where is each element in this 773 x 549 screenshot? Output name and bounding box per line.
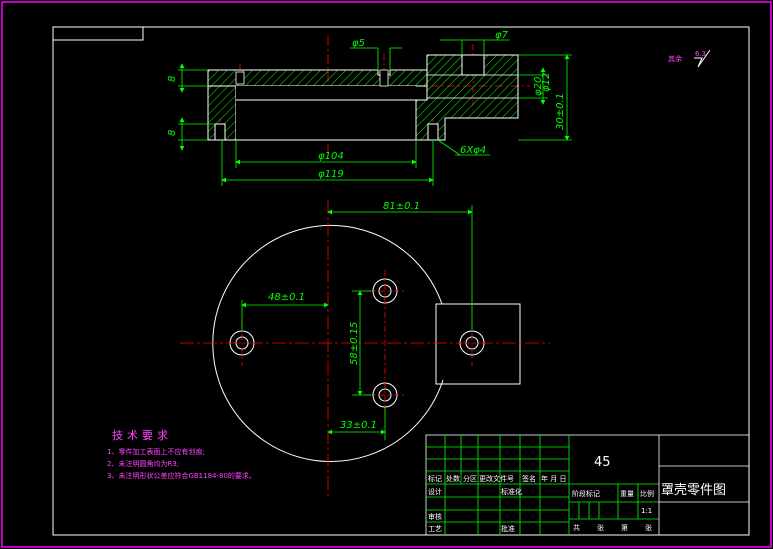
- tb-row-label-3: 分区: [463, 474, 477, 483]
- plan-dimensions: [241, 205, 473, 440]
- tb-material: 45: [594, 455, 611, 470]
- tech-req-item-3: 3、未注明形状公差应符合GB1184-80的要求。: [107, 471, 256, 480]
- title-block-text: 45 罩壳零件图 标记 处数 分区 更改文件号 签名 年 月 日 设计 标准化 …: [428, 455, 726, 533]
- dim-phi5: φ5: [352, 38, 365, 49]
- plan-view: [180, 200, 550, 500]
- dim-58: 58±0.15: [349, 322, 360, 365]
- dim-phi20: φ20: [533, 77, 544, 96]
- tech-req-title: 技术要求: [112, 429, 172, 442]
- dim-8-bottom: 8: [167, 130, 178, 136]
- dim-81: 81±0.1: [383, 201, 420, 212]
- dim-30: 30±0.1: [555, 93, 566, 130]
- tb-scale-value: 1:1: [641, 507, 652, 515]
- tb-part-name: 罩壳零件图: [661, 483, 726, 498]
- title-block: [425, 434, 750, 536]
- surface-finish-value: 6.3: [695, 50, 706, 58]
- dim-phi7: φ7: [495, 30, 509, 41]
- dim-phi12: φ12: [541, 73, 552, 92]
- surface-finish-label: 其余: [668, 54, 682, 63]
- tb-row-label-5: 签名: [522, 474, 536, 483]
- roughness-symbol-icon: [694, 49, 711, 68]
- tb-sheet-unit2: 张: [645, 523, 652, 532]
- tb-stage-mark: 阶段标记: [572, 489, 600, 498]
- tb-sheets-unit: 张: [597, 523, 604, 532]
- plan-tab: [435, 303, 521, 385]
- plan-outline: [212, 224, 444, 462]
- tb-row-label-2: 处数: [446, 474, 460, 483]
- surface-finish: 其余 6.3: [668, 49, 711, 68]
- tb-review: 审核: [428, 512, 442, 521]
- tb-row-label-1: 标记: [428, 474, 442, 483]
- section-dimensions: [178, 39, 572, 186]
- tb-weight: 重量: [620, 490, 634, 498]
- tb-scale: 比例: [640, 489, 654, 498]
- tb-sheet-no: 第: [621, 523, 628, 532]
- dim-33: 33±0.1: [340, 420, 377, 431]
- tb-approve: 批准: [501, 524, 515, 533]
- dim-phi104: φ104: [318, 151, 344, 162]
- dim-phi119: φ119: [318, 169, 344, 180]
- corner-box: [52, 26, 144, 41]
- tb-design: 设计: [428, 487, 442, 496]
- tb-craft: 工艺: [428, 525, 442, 533]
- tb-row-label-4: 更改文件号: [479, 474, 514, 483]
- tb-sheets-total: 共: [573, 523, 580, 532]
- section-view: [207, 36, 530, 160]
- drawing-frame: [52, 26, 750, 536]
- tb-standardize: 标准化: [501, 487, 522, 496]
- technical-requirements: 技术要求 1、零件加工表面上不应有划痕; 2、未注明圆角均为R3; 3、未注明形…: [107, 429, 256, 480]
- dim-8-top: 8: [167, 76, 178, 82]
- tech-req-item-2: 2、未注明圆角均为R3;: [107, 459, 179, 468]
- tb-row-label-6: 年 月 日: [541, 474, 566, 483]
- dim-holes: 6Xφ4: [460, 145, 486, 156]
- tech-req-item-1: 1、零件加工表面上不应有划痕;: [107, 447, 205, 456]
- dim-48: 48±0.1: [268, 292, 305, 303]
